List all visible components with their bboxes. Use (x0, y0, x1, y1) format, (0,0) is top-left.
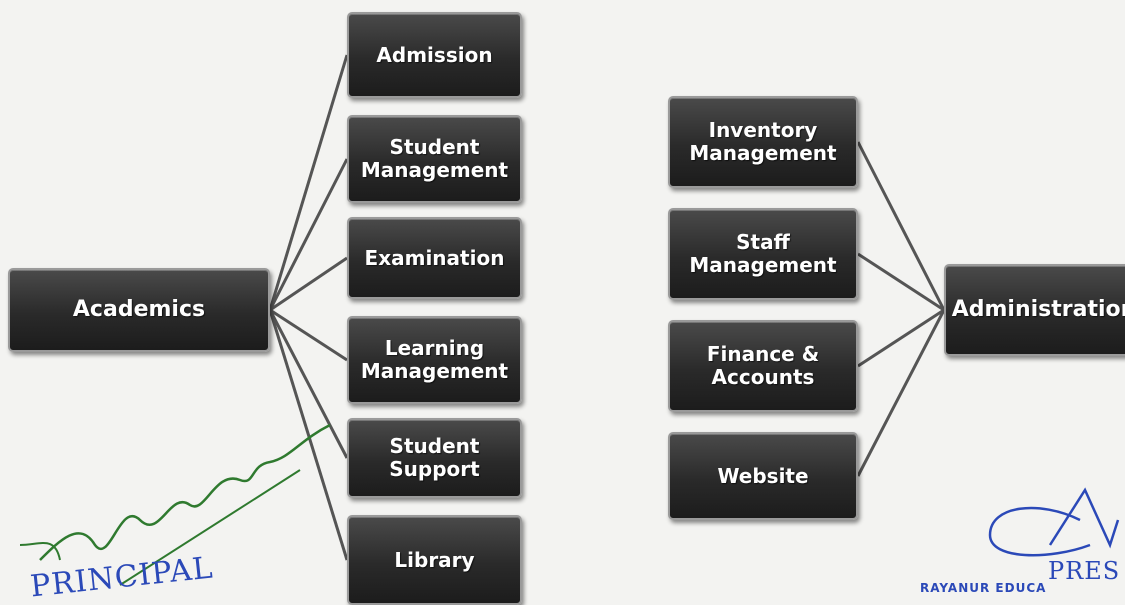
left-signature (39, 423, 331, 561)
node-examination: Examination (347, 217, 522, 299)
node-inventory-management: Inventory Management (668, 96, 858, 188)
node-student-management: Student Management (347, 115, 522, 203)
president-stamp: PRES (1048, 557, 1120, 585)
left-signature-stroke (19, 469, 301, 586)
connector-learning-management (269, 308, 348, 362)
node-administration: Administration (944, 264, 1125, 356)
node-academics: Academics (8, 268, 270, 352)
node-academics-label: Academics (72, 297, 206, 323)
connector-staff-management (857, 252, 945, 312)
node-website: Website (668, 432, 858, 520)
president-stamp-text: PRES (1048, 557, 1121, 585)
node-finance-accounts-label: Finance & Accounts (706, 342, 820, 389)
connector-finance-accounts (857, 308, 945, 368)
node-administration-label: Administration (951, 297, 1125, 323)
node-examination-label: Examination (364, 245, 505, 270)
right-signature (988, 487, 1120, 557)
node-learning-management-label: Learning Management (360, 336, 509, 383)
node-library: Library (347, 515, 522, 605)
connector-lines (268, 54, 946, 561)
node-staff-management: Staff Management (668, 208, 858, 300)
node-student-support-label: Student Support (389, 434, 480, 481)
node-library-label: Library (394, 547, 475, 572)
connector-student-management (268, 158, 349, 311)
node-student-management-label: Student Management (360, 135, 509, 182)
connector-student-support (268, 309, 349, 459)
node-staff-management-label: Staff Management (689, 230, 837, 277)
node-admission-label: Admission (376, 42, 493, 67)
connector-library (268, 309, 349, 561)
org-diagram (19, 54, 1120, 586)
node-student-support: Student Support (347, 418, 522, 498)
node-inventory-management-label: Inventory Management (689, 118, 837, 165)
node-learning-management: Learning Management (347, 316, 522, 404)
institution-stamp-text: RAYANUR EDUCA (920, 581, 1047, 595)
node-finance-accounts: Finance & Accounts (668, 320, 858, 412)
connector-admission (268, 54, 349, 311)
connector-inventory-management (856, 141, 946, 311)
connector-website (856, 309, 946, 477)
node-website-label: Website (717, 463, 809, 488)
institution-stamp: RAYANUR EDUCA (920, 581, 1046, 595)
node-admission: Admission (347, 12, 522, 98)
connector-examination (269, 256, 348, 312)
